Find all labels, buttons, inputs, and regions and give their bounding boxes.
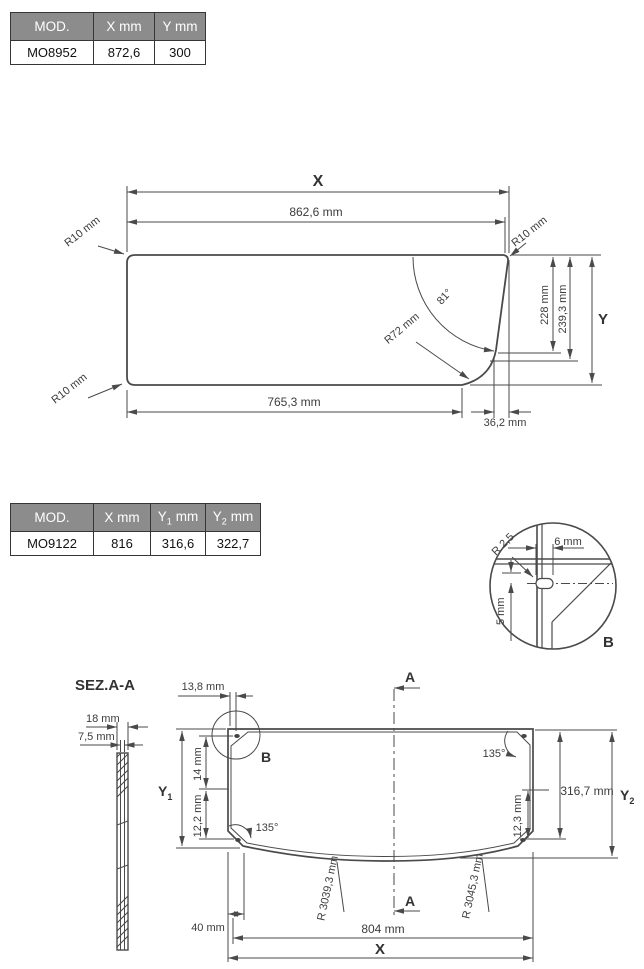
- table-header-mod: MOD.: [10, 503, 94, 532]
- x-value: 872,6: [93, 40, 155, 65]
- section-labels: SEZ.A-A 18 mm 7,5 mm: [75, 677, 135, 743]
- y1-value: 316,6: [150, 531, 206, 556]
- radius-label-r2-5: R 2,5: [490, 531, 517, 558]
- angle-label-135-bottom-left: 135°: [256, 822, 279, 834]
- section-hatching: [116, 753, 129, 949]
- radius-label-r10-bottom-left: R10 mm: [49, 371, 89, 406]
- x-value: 816: [93, 531, 151, 556]
- model-table-mo8952: MOD. X mm Y mm MO8952 872,6 300: [10, 12, 206, 65]
- drawing-mo8952: [87, 186, 602, 418]
- radius-label-r72: R72 mm: [382, 311, 422, 347]
- detail-b-letter: B: [603, 634, 614, 651]
- radius-label-3039-3: R 3039,3 mm: [315, 855, 340, 922]
- angle-label-135-top-right: 135°: [483, 748, 506, 760]
- detail-b-view: [489, 522, 617, 650]
- y-value: 300: [154, 40, 206, 65]
- panel-outline-mo8952: [126, 254, 509, 386]
- dim-label-40: 40 mm: [191, 922, 225, 934]
- dim-label-862-6: 862,6 mm: [289, 205, 342, 219]
- dim-label-x: X: [313, 173, 324, 190]
- drawing-mo9122: [176, 685, 618, 962]
- detail-circle: [489, 522, 617, 650]
- table-row: MO9122 816 316,6 322,7: [10, 531, 261, 556]
- dim-label-239-3: 239,3 mm: [557, 285, 569, 334]
- table-header-x: X mm: [93, 503, 151, 532]
- dim-label-12-2: 12,2 mm: [192, 795, 204, 838]
- slot-holes: [234, 734, 527, 842]
- dim-label-y1: Y1: [158, 783, 172, 802]
- radius-label-r10-top-right: R10 mm: [509, 214, 549, 249]
- dim-label-5mm: 5 mm: [495, 598, 507, 626]
- section-title: SEZ.A-A: [75, 677, 135, 694]
- section-view-sez-a-a: [80, 722, 148, 951]
- dim-label-y2: Y2: [620, 787, 634, 806]
- panel-inner-outline: [230, 731, 531, 858]
- dim-label-x2: X: [375, 941, 385, 958]
- dim-label-228: 228 mm: [539, 285, 551, 325]
- radius-label-r10-top-left: R10 mm: [62, 214, 102, 249]
- table-header-mod: MOD.: [10, 12, 94, 41]
- dim-label-7-5mm: 7,5 mm: [78, 731, 115, 743]
- dim-label-12-3: 12,3 mm: [512, 795, 524, 838]
- dim-label-y: Y: [598, 311, 608, 328]
- section-profile: [116, 752, 129, 951]
- dim-label-316-7: 316,7 mm: [560, 784, 613, 798]
- dim-label-36-2: 36,2 mm: [484, 417, 527, 429]
- section-letter-a-bottom: A: [405, 893, 415, 909]
- panel-outline-mo9122: [227, 728, 534, 862]
- drawing-mo8952-labels: X 862,6 mm R10 mm R10 mm R10 mm 81° R72 …: [49, 173, 608, 429]
- angle-label-81: 81°: [435, 287, 455, 307]
- dim-label-804: 804 mm: [361, 922, 404, 936]
- dim-label-6mm: 6 mm: [554, 536, 582, 548]
- detail-b-callout-letter: B: [261, 749, 271, 765]
- table-row: MO8952 872,6 300: [10, 40, 206, 65]
- dim-label-765-3: 765,3 mm: [267, 395, 320, 409]
- section-letter-a-top: A: [405, 669, 415, 685]
- y2-value: 322,7: [205, 531, 261, 556]
- radius-label-3045-3: R 3045,3 mm: [460, 853, 485, 920]
- dim-label-18mm: 18 mm: [86, 713, 120, 725]
- dim-label-13-8: 13,8 mm: [182, 681, 225, 693]
- dim-label-14: 14 mm: [192, 747, 204, 781]
